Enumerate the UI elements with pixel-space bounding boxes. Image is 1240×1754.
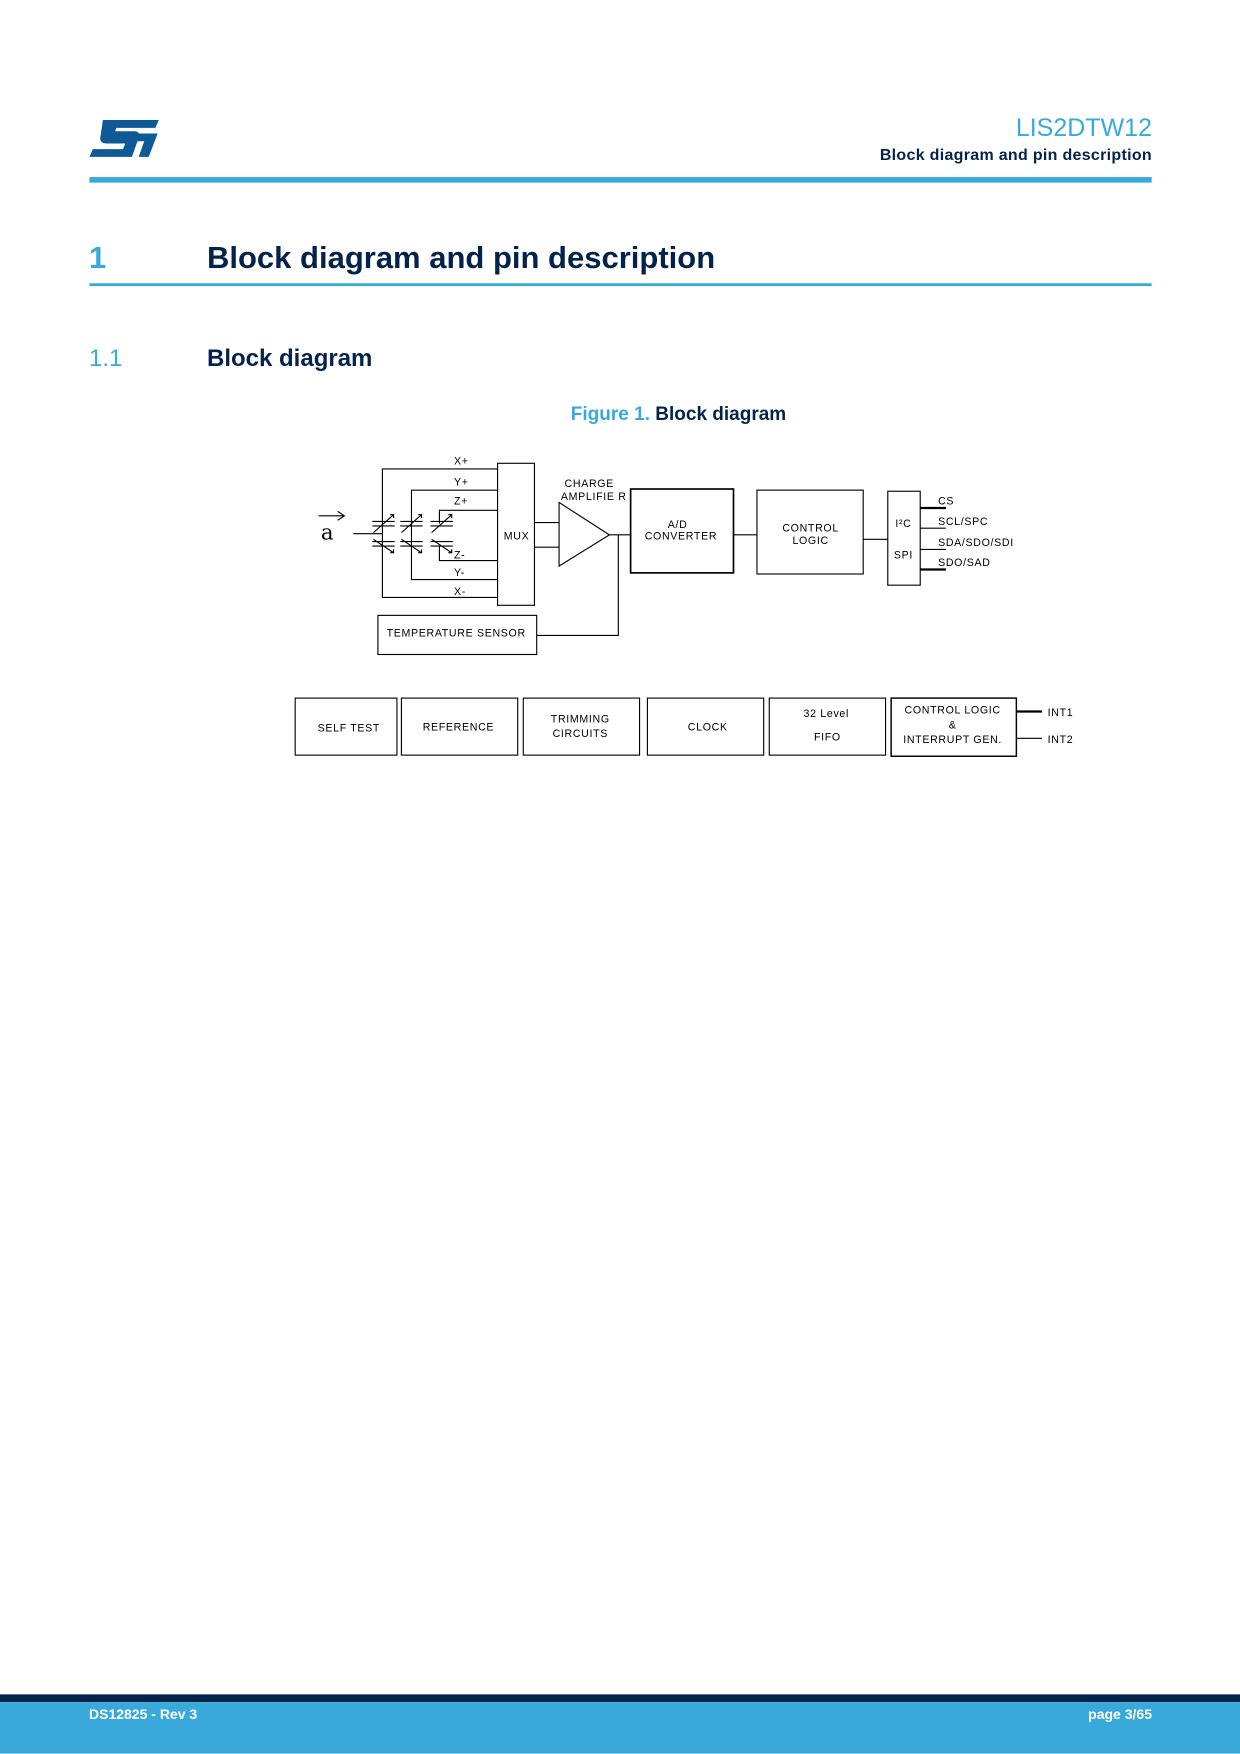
header-rule — [89, 177, 1152, 183]
figure-label: Figure 1. — [570, 404, 650, 425]
temperature-sensor-block — [377, 614, 538, 656]
section-rule — [89, 283, 1152, 287]
y-wires — [410, 489, 498, 581]
pin-sdo: SDO/SAD — [938, 557, 990, 569]
control-logic-block — [756, 489, 864, 575]
footer-doc: DS12825 - Rev 3 — [89, 1706, 198, 1722]
accel-symbol: a — [321, 520, 334, 545]
fifo-block — [768, 697, 887, 756]
pin-sda: SDA/SDO/SDI — [938, 537, 1014, 549]
z-wires — [438, 509, 498, 562]
accel-arrow — [318, 510, 346, 521]
amp-label-1: CHARGE — [565, 478, 614, 490]
int-logic-label-2: & — [949, 719, 957, 731]
diagram-labels: a X+ Y+ Z+ Z- Y- X- MUX CHARGE AMPLIFIE … — [318, 455, 1074, 746]
label-ym: Y- — [454, 567, 465, 579]
label-zp: Z+ — [454, 496, 468, 508]
trimming-label-1: TRIMMING — [551, 714, 610, 726]
adc-block — [629, 488, 735, 574]
fifo-label-2: FIFO — [814, 732, 841, 744]
section-number: 1 — [89, 240, 107, 275]
footer-dark-band — [0, 1694, 1240, 1703]
int-logic-label-1: CONTROL LOGIC — [905, 705, 1001, 717]
pin-cs: CS — [938, 496, 954, 508]
clock-block — [646, 697, 765, 756]
amp-label-2: AMPLIFIE R — [561, 491, 627, 503]
label-xm: X- — [454, 586, 466, 598]
fifo-label-1: 32 Level — [804, 708, 849, 720]
spi-label: SPI — [894, 549, 913, 561]
header-product: LIS2DTW12 — [1015, 114, 1152, 142]
adc-label-2: CONVERTER — [645, 530, 717, 542]
trimming-block — [522, 697, 641, 756]
interface-block — [887, 490, 921, 586]
control-label-1: CONTROL — [782, 522, 839, 534]
mux-label: MUX — [504, 530, 530, 542]
pin-int1: INT1 — [1048, 707, 1074, 719]
pin-scl: SCL/SPC — [938, 516, 988, 528]
block-diagram — [294, 462, 1043, 757]
int-logic-label-3: INTERRUPT GEN. — [903, 734, 1002, 746]
header-section: Block diagram and pin description — [879, 147, 1152, 164]
trimming-label-2: CIRCUITS — [553, 728, 608, 740]
subsection-number: 1.1 — [89, 345, 123, 372]
section-title: Block diagram and pin description — [207, 240, 716, 275]
mux-block — [497, 462, 536, 606]
pin-int2: INT2 — [1048, 734, 1074, 746]
figure-title: Block diagram — [655, 404, 787, 425]
subsection-title: Block diagram — [207, 345, 373, 372]
interrupt-logic-block — [890, 697, 1018, 757]
label-xp: X+ — [454, 455, 469, 467]
adc-label-1: A/D — [668, 519, 688, 531]
self-test-block — [294, 697, 398, 756]
self-test-label: SELF TEST — [318, 723, 380, 735]
x-wires — [381, 468, 498, 599]
i2c-label: I²C — [895, 518, 911, 530]
label-yp: Y+ — [454, 477, 469, 489]
control-label-2: LOGIC — [792, 535, 828, 547]
reference-label: REFERENCE — [423, 722, 494, 734]
footer-page: page 3/65 — [1088, 1706, 1152, 1722]
st-logo — [89, 120, 159, 157]
capacitor-icons — [372, 514, 453, 554]
clock-label: CLOCK — [688, 722, 728, 734]
label-zm: Z- — [454, 549, 465, 561]
charge-amplifier — [558, 501, 611, 568]
temp-label: TEMPERATURE SENSOR — [387, 628, 526, 640]
reference-block — [400, 697, 519, 756]
figure-caption: Figure 1. Block diagram — [0, 404, 1240, 426]
footer-band — [0, 1702, 1240, 1754]
